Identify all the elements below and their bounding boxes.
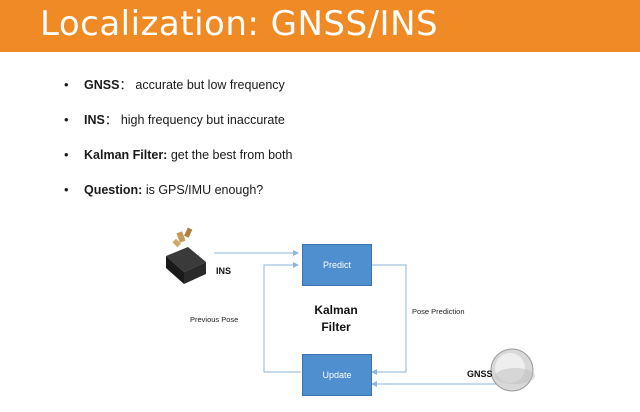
bullet-term: Question: <box>84 183 143 197</box>
bullet-term: GNSS <box>84 78 120 92</box>
previous-pose-label: Previous Pose <box>190 315 239 324</box>
bullet-ins: INS： high frequency but inaccurate <box>62 109 292 144</box>
pose-prediction-label: Pose Prediction <box>412 307 465 316</box>
kalman-line: Kalman <box>314 303 358 317</box>
kalman-filter-label: Kalman Filter <box>300 302 372 336</box>
bullet-question: Question: is GPS/IMU enough? <box>62 179 292 214</box>
title-bar <box>0 0 640 52</box>
ins-label: INS <box>216 266 232 276</box>
predict-box: Predict <box>302 244 372 286</box>
bullet-text: ： accurate but low frequency <box>119 78 285 92</box>
filter-line: Filter <box>321 320 351 334</box>
flow-lines <box>214 250 496 387</box>
gnss-receiver-icon <box>490 348 535 392</box>
ins-sensor-icon <box>166 227 206 284</box>
bullet-kalman: Kalman Filter: get the best from both <box>62 144 292 179</box>
slide-title: Localization: GNSS/INS <box>40 4 439 44</box>
bullet-text: get the best from both <box>167 148 293 162</box>
bullet-text: ： high frequency but inaccurate <box>104 113 285 127</box>
bullet-text: is GPS/IMU enough? <box>142 183 264 197</box>
gnss-label: GNSS <box>467 369 493 379</box>
update-box: Update <box>302 354 372 396</box>
bullet-list: GNSS： accurate but low frequency INS： hi… <box>62 74 292 214</box>
bullet-term: INS <box>84 113 105 127</box>
bullet-term: Kalman Filter: <box>84 148 168 162</box>
bullet-gnss: GNSS： accurate but low frequency <box>62 74 292 109</box>
